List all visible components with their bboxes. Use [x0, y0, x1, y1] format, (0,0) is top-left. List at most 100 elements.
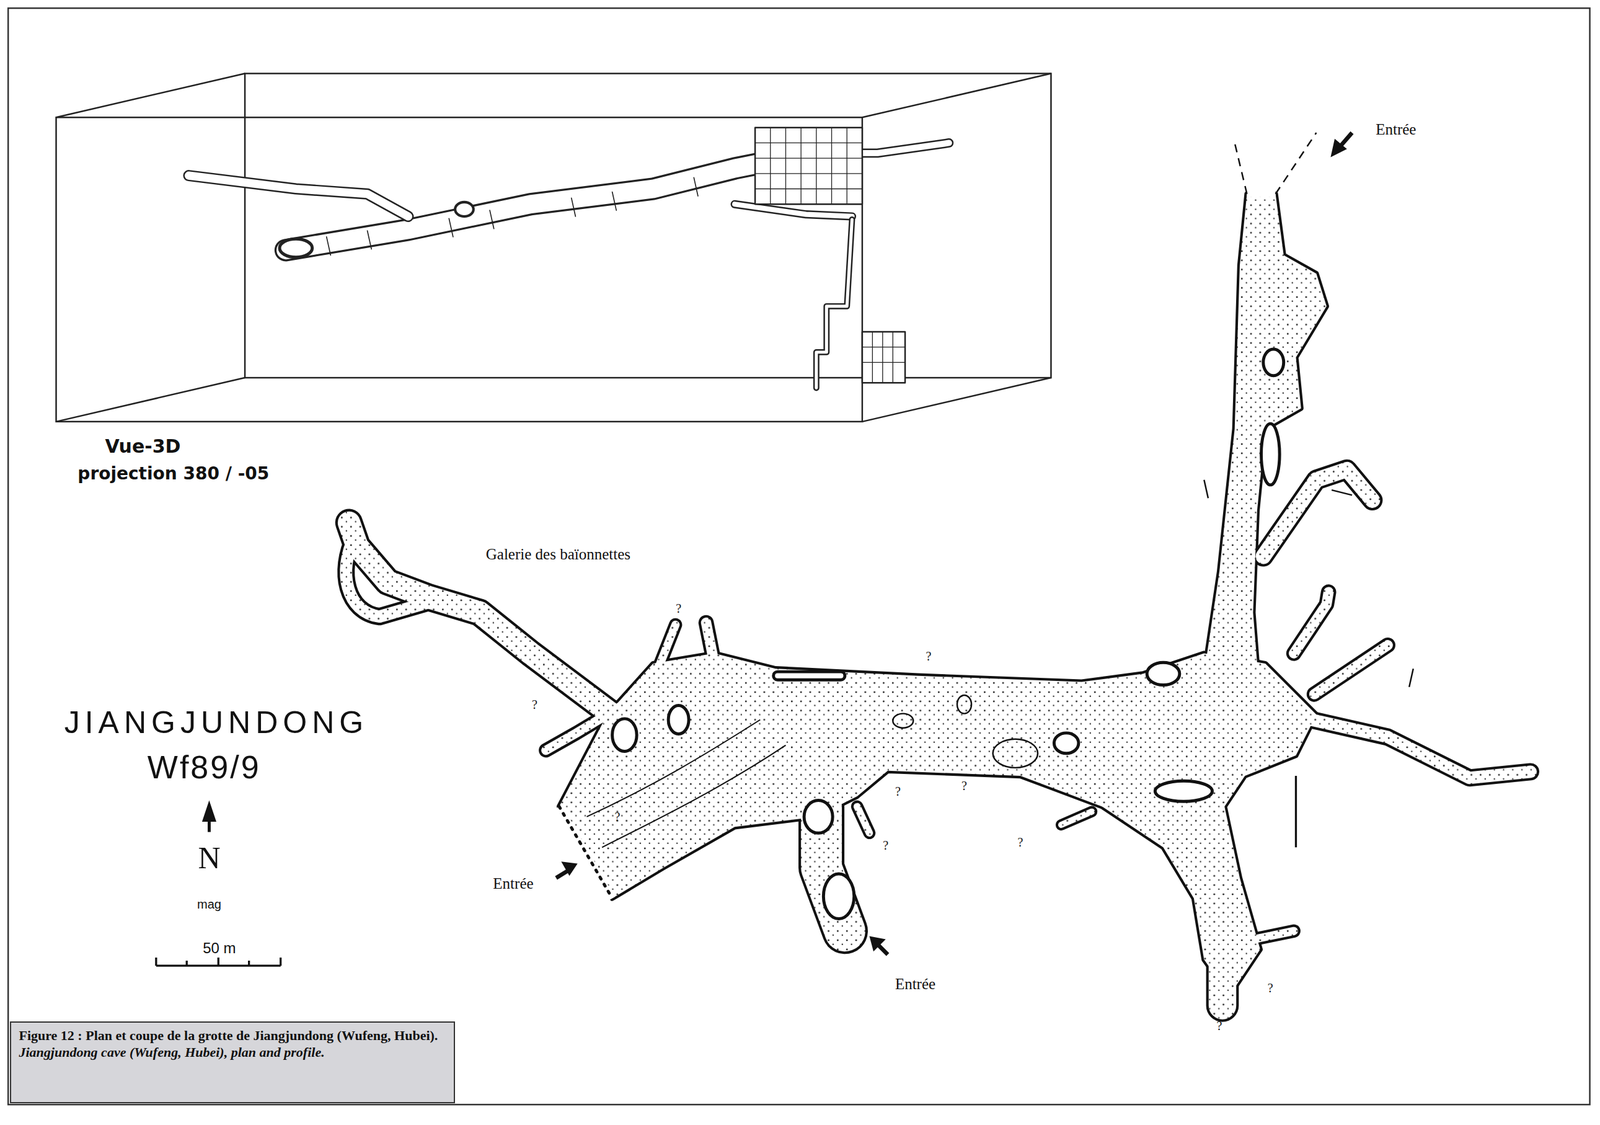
passage-floor — [1263, 469, 1373, 557]
unexplored-mark: ? — [531, 697, 538, 712]
tube-rings — [326, 177, 699, 255]
passage-floor — [345, 535, 429, 617]
unexplored-mark: ? — [1017, 835, 1024, 849]
rock-pillar — [668, 704, 689, 734]
cave-tube-outline — [285, 158, 787, 250]
stream-bed — [586, 719, 786, 847]
shaft — [816, 219, 853, 389]
passage-outline — [1293, 592, 1329, 654]
rock-pillar — [1146, 662, 1180, 685]
passage-outline — [1061, 811, 1092, 825]
passage-floor — [706, 622, 715, 664]
passage-outline — [1314, 644, 1388, 694]
entrance-arrows — [556, 132, 1353, 955]
north-note: mag — [197, 897, 222, 911]
passage-floor — [1061, 811, 1092, 825]
passage-outline — [857, 805, 870, 833]
view-label: Vue-3D — [104, 435, 181, 457]
box-front — [56, 117, 863, 422]
gallery-name: Galerie des baïonnettes — [486, 545, 631, 563]
projection-label: projection 380 / -05 — [77, 463, 270, 483]
map-furniture — [156, 800, 281, 966]
survey-code: Wf89/9 — [147, 749, 261, 785]
flow-arrow — [1203, 479, 1413, 687]
arrowhead — [869, 935, 886, 951]
north-letter: N — [197, 839, 221, 875]
entrance-edge — [1234, 132, 1317, 195]
box-edge — [56, 377, 246, 422]
rock-pillar — [804, 800, 833, 834]
box-edge — [862, 73, 1052, 118]
box-edge — [862, 377, 1052, 422]
gallery-floor — [1203, 194, 1327, 674]
boulder — [993, 738, 1038, 768]
cave-tube — [734, 203, 852, 217]
entrance-label: Entrée — [1375, 120, 1416, 139]
entrance-edge — [559, 805, 613, 898]
gallery-outline — [559, 653, 1317, 995]
map-title: JIANGJUNDONG — [64, 705, 369, 740]
rock-pillar — [773, 671, 845, 680]
cave-floor — [345, 194, 1531, 1006]
tube-end — [455, 202, 474, 217]
survey-line — [1295, 775, 1297, 847]
entrance-edge — [1246, 190, 1276, 198]
entrance-edge — [559, 805, 613, 898]
box-edge — [56, 73, 246, 118]
scale-ticks — [156, 957, 281, 966]
scale-label: 50 m — [202, 939, 236, 956]
rock-pillar — [823, 873, 854, 919]
rock-pillar — [1261, 423, 1281, 485]
gallery-outline — [1203, 194, 1327, 674]
page-frame — [8, 8, 1590, 1105]
north-arrowhead — [202, 800, 217, 823]
cave-tube — [285, 158, 787, 250]
passage-outline — [1311, 719, 1531, 778]
cave-tube — [189, 175, 409, 217]
cave-tube-outline — [734, 203, 852, 217]
cave-outline — [345, 194, 1531, 1006]
unexplored-mark: ? — [675, 601, 682, 615]
cave-tube-outline — [189, 175, 409, 217]
grid-panel — [862, 331, 906, 383]
boulder — [892, 713, 914, 728]
arrowhead — [561, 861, 578, 876]
gallery-floor — [559, 653, 1317, 995]
passage-outline — [1263, 469, 1373, 557]
grid-panel — [755, 127, 863, 204]
caption-box: Figure 12 : Plan et coupe de la grotte d… — [9, 1020, 456, 1103]
rock-pillar — [612, 718, 638, 752]
arrowhead — [1330, 138, 1347, 158]
passage-floor — [1229, 930, 1294, 944]
grid-hatch — [862, 331, 906, 383]
passage-floor — [1293, 592, 1329, 654]
box-back — [244, 73, 1051, 379]
passage-floor — [1311, 719, 1531, 778]
unexplored-mark: ? — [614, 809, 620, 824]
rock-pillar — [1154, 780, 1212, 801]
entrance-label: Entrée — [895, 975, 936, 993]
boulder — [957, 694, 972, 714]
unexplored-mark: ? — [1216, 1018, 1223, 1033]
rock-pillar — [1263, 349, 1284, 376]
unexplored-mark: ? — [961, 778, 968, 793]
entrance-label: Entrée — [492, 875, 534, 893]
passage-floor — [1193, 867, 1223, 1005]
caption-text: Figure 12 : Plan et coupe de la grotte d… — [18, 1027, 447, 1044]
cave-3d-view — [189, 127, 950, 389]
passage-floor — [658, 624, 676, 669]
passage-floor — [1314, 644, 1388, 694]
passage-floor — [857, 805, 870, 833]
perspective-box — [56, 73, 1052, 422]
passage-floor — [745, 775, 761, 822]
rock-pillar — [1053, 732, 1079, 754]
grid-hatch — [755, 127, 863, 204]
cave-details — [559, 132, 1414, 919]
tube-end — [279, 238, 313, 258]
unexplored-mark: ? — [895, 784, 901, 798]
caption-translation: Jiangjundong cave (Wufeng, Hubei), plan … — [18, 1043, 447, 1061]
shaft — [816, 219, 853, 389]
unexplored-mark: ? — [882, 838, 889, 852]
unexplored-mark: ? — [925, 649, 932, 663]
